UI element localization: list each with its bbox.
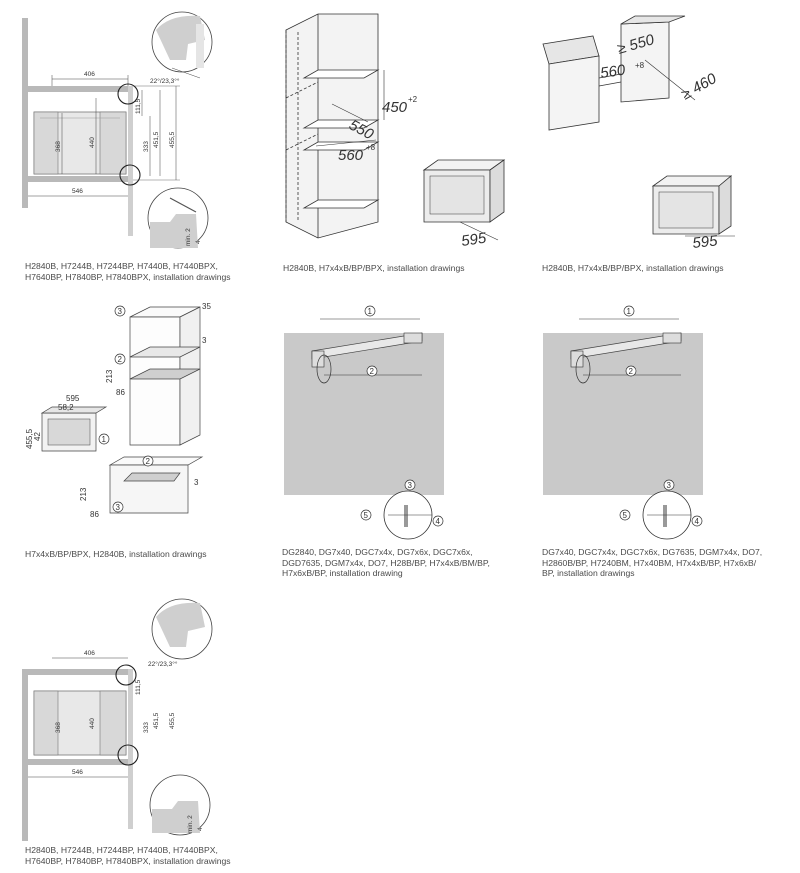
dim-560-base-sup: +8: [635, 61, 645, 70]
dim-455: 455,5: [169, 131, 176, 148]
dim-440: 440: [89, 137, 96, 148]
callout-1-front-2-label: 1: [627, 307, 632, 316]
panel-front-trim-2: 1 2 3 4 5 DG7x40, DGC7x4x, DGC7x6x, DG76…: [535, 295, 800, 595]
panel-base-cabinet: ≥ 550 560 +8 ≥ 460 595 H2840B, H7x4xB/BP…: [535, 0, 800, 280]
dim-p4-595: 595: [66, 394, 80, 403]
panel-side-section-top: 406 546 368 440 111,5 333 451,5 455,5 22…: [0, 0, 260, 282]
dim-560-sup: +8: [366, 143, 376, 152]
callout-1-label: 1: [102, 435, 107, 444]
dim-451-2: 451,5: [153, 712, 160, 729]
dim-p4-3a: 3: [202, 336, 207, 345]
dim-595-box: 595: [460, 230, 488, 250]
caption-panel-3: H2840B, H7x4xB/BP/BPX, installation draw…: [542, 263, 724, 273]
dim-560-base: 560: [599, 62, 627, 82]
caption-panel-6: DG7x40, DGC7x4x, DGC7x6x, DG7635, DGM7x4…: [542, 547, 763, 579]
callout-2-front-label: 2: [370, 367, 375, 376]
dim-width-bottom-2: 546: [72, 769, 83, 776]
side-section-drawing: 406 546 368 440 111,5 333 451,5 455,5 22…: [22, 11, 213, 249]
side-section-drawing-2: 406 546 368 440 111,5 333 451,5 455,5 22…: [22, 598, 213, 841]
detail-circle-top: [117, 83, 139, 105]
dim-595-box-2: 595: [692, 232, 719, 252]
front-trim-drawing-2: 1 2 3 4 5: [543, 305, 703, 540]
front-panel-2: [543, 333, 703, 495]
dim-p4-3b: 3: [194, 478, 199, 487]
exploded-cabinet-drawing: 595 58,2 455,5 42 213 86 213 86 3 3 35 3…: [25, 302, 211, 519]
callout-2-front: [366, 365, 378, 377]
dim-width-bottom: 546: [72, 188, 83, 195]
callout-4-front-2-label: 4: [695, 517, 700, 526]
callout-2-mid: [114, 353, 126, 365]
callout-2-bottom-label: 2: [146, 457, 151, 466]
detail-circle-bottom: [119, 164, 141, 186]
tall-cabinet-drawing: 550 450 +2 560 +8 595: [285, 13, 506, 250]
dim-ge460: ≥ 460: [679, 70, 720, 104]
panel-tall-cabinet: 550 450 +2 560 +8 595 H2840B, H7x4xB/BP/…: [268, 0, 538, 280]
dim-p4-213b: 213: [79, 487, 88, 501]
dim-angle: 22°/23,3°°: [150, 77, 180, 85]
caption-panel-7: H2840B, H7244B, H7244BP, H7440B, H7440BP…: [25, 845, 231, 866]
callout-1-front: [364, 305, 376, 317]
dim-p4-213a: 213: [105, 369, 114, 383]
dim-368: 368: [55, 141, 62, 152]
callout-2-front-2-label: 2: [629, 367, 634, 376]
dim-450-sup: +2: [408, 95, 418, 104]
callout-5-front-2-label: 5: [623, 511, 628, 520]
panel-exploded-cabinet: 595 58,2 455,5 42 213 86 213 86 3 3 35 3…: [0, 295, 265, 570]
callout-3-bottom: [112, 501, 124, 513]
caption-panel-1: H2840B, H7244B, H7244BP, H7440B, H7440BP…: [25, 261, 231, 282]
dim-four-2: 4: [197, 827, 204, 831]
dim-p4-42: 42: [33, 432, 42, 441]
callout-3-bottom-label: 3: [116, 503, 121, 512]
panel-front-trim-1: 1 2 3 4 5 DG2840, DG7x40, DGC7x4x, DG7x6…: [272, 295, 542, 595]
front-trim-drawing-1: 1 2 3 4 5: [284, 305, 444, 540]
dim-min-2: min. 2: [187, 815, 194, 833]
dim-450-height: 450: [382, 99, 408, 116]
callout-1-front-label: 1: [368, 307, 373, 316]
callout-2-mid-label: 2: [118, 355, 123, 364]
front-panel-1: [284, 333, 444, 495]
cabinet-shelf-bottom: [22, 176, 132, 182]
dim-p4-86a: 86: [116, 388, 125, 397]
dim-455-2: 455,5: [169, 712, 176, 729]
dim-111-2: 111,5: [135, 679, 142, 695]
dim-451: 451,5: [153, 131, 160, 148]
dim-368-2: 368: [55, 722, 62, 733]
callout-1: [98, 433, 110, 445]
callout-3-top-label: 3: [118, 307, 123, 316]
dim-p4-455: 455,5: [25, 428, 34, 449]
dim-440-2: 440: [89, 718, 96, 729]
panel-side-section-bottom: 406 546 368 440 111,5 333 451,5 455,5 22…: [0, 593, 260, 873]
dim-width-top-2: 406: [84, 650, 95, 657]
dim-p4-86b: 86: [90, 510, 99, 519]
caption-panel-5: DG2840, DG7x40, DGC7x4x, DG7x6x, DGC7x6x…: [282, 547, 490, 579]
dim-angle-2: 22°/23,3°°: [148, 660, 178, 668]
cabinet-shelf-top: [22, 86, 132, 92]
callout-3-top: [114, 305, 126, 317]
dim-333-2: 333: [143, 722, 150, 733]
callout-5-front-label: 5: [364, 511, 369, 520]
cabinet-wall-left: [22, 18, 28, 208]
caption-panel-4: H7x4xB/BP/BPX, H2840B, installation draw…: [25, 549, 207, 559]
caption-panel-2: H2840B, H7x4xB/BP/BPX, installation draw…: [283, 263, 465, 273]
callout-3-front-label: 3: [408, 481, 413, 490]
dim-111: 111,5: [135, 98, 142, 114]
dim-width-top: 406: [84, 71, 95, 78]
dim-four: 4: [195, 240, 202, 244]
callout-4-front-label: 4: [436, 517, 441, 526]
callout-3-front-2-label: 3: [667, 481, 672, 490]
dim-p4-582: 58,2: [58, 403, 74, 412]
callout-2-bottom: [142, 455, 154, 467]
dim-560-width: 560: [338, 147, 364, 164]
base-cabinet-drawing: ≥ 550 560 +8 ≥ 460 595: [542, 15, 735, 252]
dim-p4-35: 35: [202, 302, 211, 311]
cabinet-front: [128, 86, 133, 236]
dim-333: 333: [143, 141, 150, 152]
dim-min: min. 2: [185, 228, 192, 246]
